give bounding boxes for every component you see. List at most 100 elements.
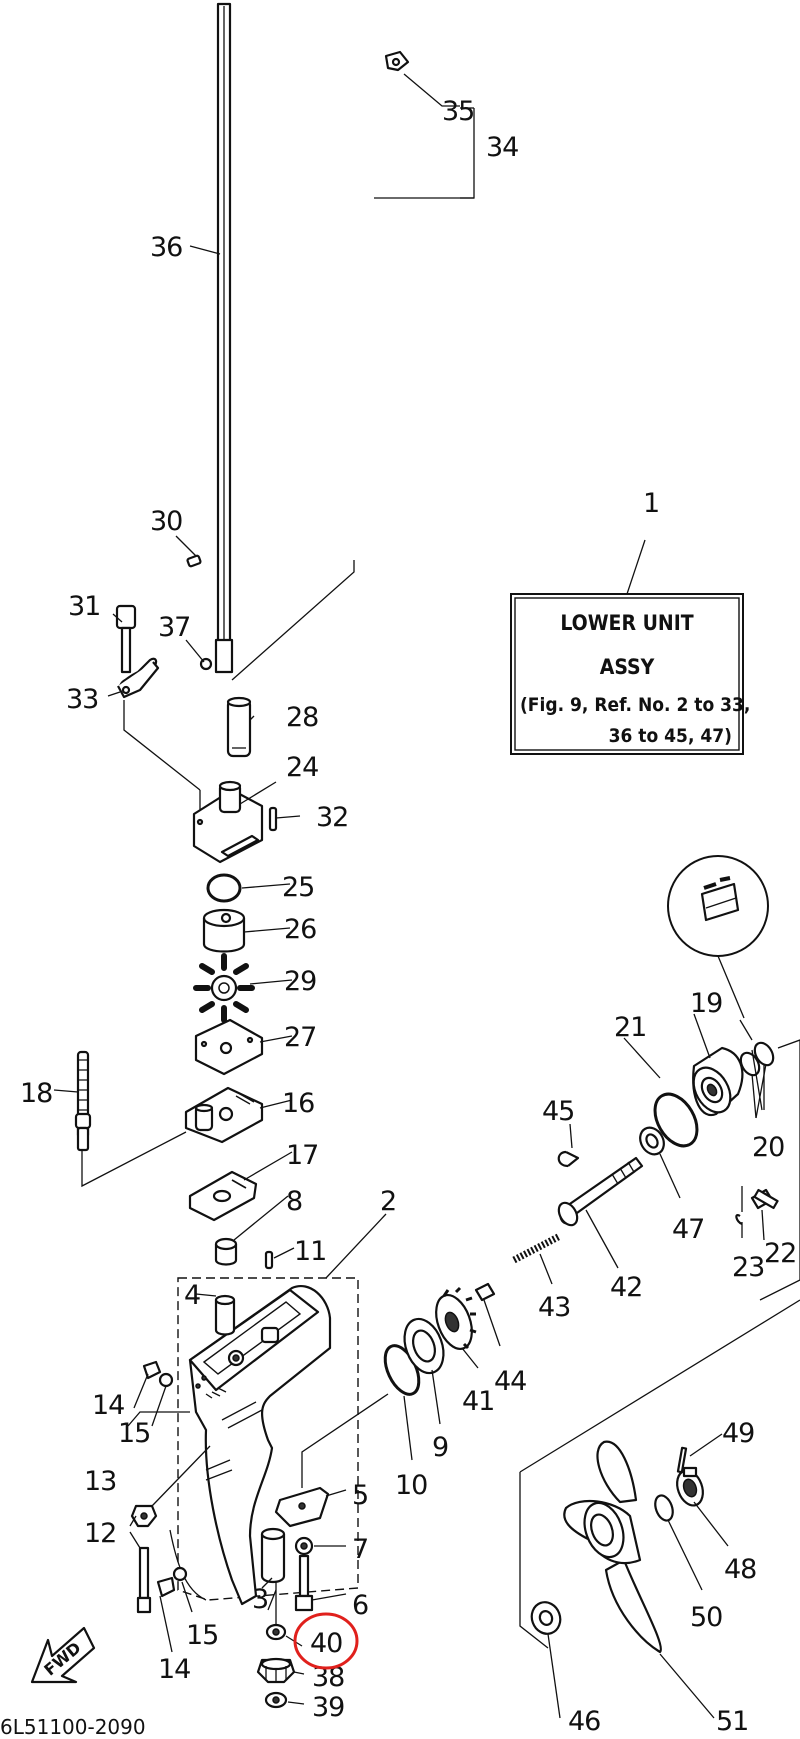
label-29: 29 — [284, 966, 316, 997]
part-28-water-tube[interactable] — [226, 696, 252, 758]
label-10: 10 — [395, 1470, 427, 1501]
label-33: 33 — [66, 684, 98, 715]
label-16: 16 — [282, 1088, 314, 1119]
part-16-pump-base[interactable] — [184, 1086, 264, 1144]
label-47: 47 — [672, 1214, 704, 1245]
label-19: 19 — [690, 988, 722, 1019]
part-2-lower-case[interactable] — [188, 1285, 332, 1606]
part-4-bushing[interactable] — [214, 1294, 236, 1336]
label-51: 51 — [716, 1706, 748, 1737]
part-31-bolt[interactable] — [115, 604, 137, 674]
label-41: 41 — [462, 1386, 494, 1417]
label-15-lower: 15 — [186, 1620, 218, 1651]
part-15-washer-upper[interactable] — [158, 1372, 174, 1388]
label-37: 37 — [158, 612, 190, 643]
label-5: 5 — [352, 1480, 368, 1511]
part-42-propeller-shaft[interactable] — [555, 1156, 644, 1228]
part-32-dowel-pin[interactable] — [268, 806, 278, 832]
part-35-clip[interactable] — [384, 50, 410, 72]
part-51-propeller[interactable] — [563, 1440, 662, 1654]
label-46: 46 — [568, 1706, 600, 1737]
part-22-bolt[interactable] — [750, 1188, 779, 1210]
label-49: 49 — [722, 1418, 754, 1449]
part-12-stud-bolt[interactable] — [136, 1546, 152, 1614]
label-40: 40 — [310, 1628, 342, 1659]
label-8: 8 — [286, 1186, 302, 1217]
fwd-arrow: FWD — [30, 1626, 96, 1684]
label-12: 12 — [84, 1518, 116, 1549]
label-17: 17 — [286, 1140, 318, 1171]
footer-code: 6L51100-2090 — [0, 1715, 146, 1739]
part-48-propeller-nut[interactable] — [673, 1466, 708, 1509]
part-5-anode[interactable] — [274, 1486, 330, 1528]
part-7-washer[interactable] — [294, 1536, 314, 1556]
part-14-bolt-upper[interactable] — [142, 1360, 162, 1380]
box-line3: (Fig. 9, Ref. No. 2 to 33, — [520, 694, 750, 716]
label-14-lower: 14 — [158, 1654, 190, 1685]
detail-circle-seal — [667, 855, 769, 1019]
label-30: 30 — [150, 506, 182, 537]
box-line1: LOWER UNIT — [560, 611, 693, 635]
label-6: 6 — [352, 1590, 368, 1621]
part-26-cartridge[interactable] — [202, 908, 246, 953]
label-43: 43 — [538, 1292, 570, 1323]
part-11-dowel-pin[interactable] — [264, 1250, 274, 1270]
part-6-bolt[interactable] — [294, 1554, 314, 1612]
part-38-nut[interactable] — [256, 1657, 296, 1684]
box-line2: ASSY — [600, 655, 655, 679]
part-8-oil-seal[interactable] — [214, 1237, 238, 1266]
part-47-thrust-washer[interactable] — [635, 1123, 668, 1158]
label-39: 39 — [312, 1692, 344, 1723]
part-29-impeller[interactable] — [193, 953, 255, 1023]
part-45-cross-pin-ring[interactable] — [557, 1150, 580, 1168]
part-21-o-ring[interactable] — [646, 1087, 705, 1153]
part-27-outer-plate[interactable] — [194, 1018, 264, 1076]
highlight-circle — [293, 1612, 359, 1670]
label-32: 32 — [316, 802, 348, 833]
part-25-o-ring[interactable] — [206, 873, 242, 903]
label-26: 26 — [284, 914, 316, 945]
label-44: 44 — [494, 1366, 526, 1397]
part-19-propeller-shaft-housing[interactable] — [686, 1046, 744, 1119]
label-25: 25 — [282, 872, 314, 903]
label-11: 11 — [294, 1236, 326, 1267]
label-21: 21 — [614, 1012, 646, 1043]
leader-lines — [53, 73, 767, 1719]
part-46-thrust-washer[interactable] — [527, 1598, 564, 1638]
part-3-bushing[interactable] — [260, 1527, 286, 1584]
part-17-gasket[interactable] — [188, 1170, 258, 1222]
part-9-bearing[interactable] — [398, 1314, 451, 1379]
label-27: 27 — [284, 1022, 316, 1053]
label-13: 13 — [84, 1466, 116, 1497]
label-31: 31 — [68, 591, 100, 622]
part-13-nut[interactable] — [130, 1504, 158, 1528]
label-2: 2 — [380, 1186, 396, 1217]
label-3: 3 — [252, 1584, 268, 1615]
part-34-shift-rod[interactable] — [231, 63, 393, 681]
label-48: 48 — [724, 1554, 756, 1585]
label-24: 24 — [286, 752, 318, 783]
part-14-bolt-lower[interactable] — [156, 1576, 176, 1598]
part-24-pump-housing[interactable] — [192, 780, 264, 864]
part-15-washer-lower[interactable] — [172, 1566, 188, 1582]
part-41-forward-gear[interactable] — [429, 1286, 478, 1354]
part-49-cotter-pin[interactable] — [676, 1446, 688, 1474]
lower-unit-assy-box: LOWER UNIT ASSY (Fig. 9, Ref. No. 2 to 3… — [510, 539, 750, 755]
label-20: 20 — [752, 1132, 784, 1163]
label-35: 35 — [442, 96, 474, 127]
part-36-drive-shaft[interactable] — [214, 2, 234, 674]
label-45: 45 — [542, 1096, 574, 1127]
part-44-pin[interactable] — [474, 1282, 496, 1302]
part-33-clamp[interactable] — [117, 657, 160, 699]
part-40-washer[interactable] — [265, 1623, 287, 1641]
part-18-water-hose[interactable] — [74, 1050, 92, 1152]
label-28: 28 — [286, 702, 318, 733]
part-50-spacer[interactable] — [652, 1493, 676, 1523]
label-42: 42 — [610, 1272, 642, 1303]
part-30-pin[interactable] — [186, 554, 202, 568]
part-43-spring[interactable] — [512, 1232, 562, 1264]
part-39-washer[interactable] — [264, 1691, 288, 1709]
label-4: 4 — [184, 1280, 200, 1311]
part-23-washer[interactable] — [735, 1214, 743, 1226]
